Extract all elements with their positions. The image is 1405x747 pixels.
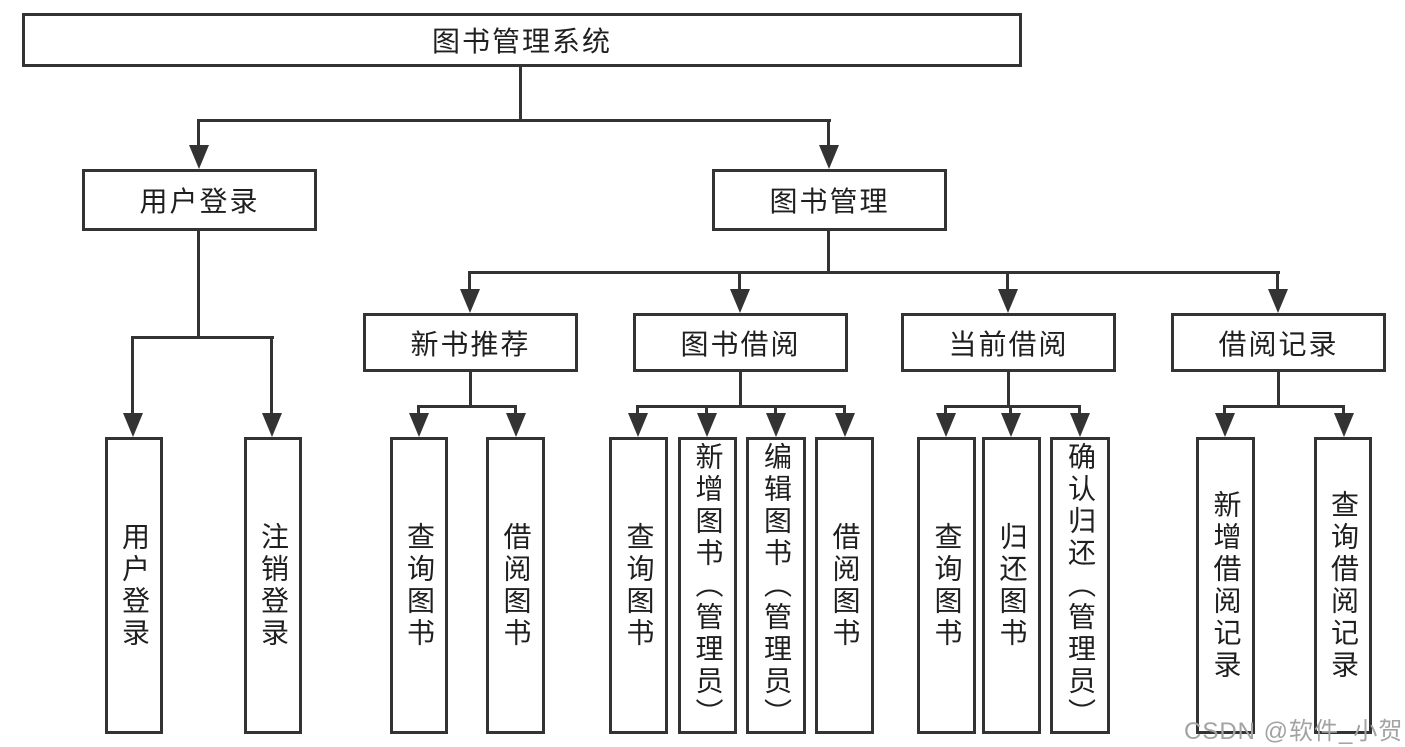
connector-line — [417, 405, 420, 419]
connector-line — [636, 405, 639, 419]
connector-line — [131, 336, 274, 339]
connector-line — [417, 405, 517, 408]
connector-line — [944, 405, 1081, 408]
connector-line — [827, 231, 830, 273]
node-rec-borrow-book: 借阅图书 — [486, 437, 545, 734]
arrow-down-icon — [1334, 413, 1354, 437]
arrow-down-icon — [697, 413, 717, 437]
connector-line — [1342, 405, 1345, 419]
connector-line — [774, 405, 777, 419]
connector-line — [1223, 405, 1345, 408]
connector-line — [519, 67, 522, 121]
connector-line — [843, 405, 846, 419]
arrow-down-icon — [262, 413, 282, 437]
arrow-down-icon — [1268, 289, 1288, 313]
arrow-down-icon — [506, 413, 526, 437]
node-cur-query-book: 查询图书 — [917, 437, 976, 734]
node-root: 图书管理系统 — [22, 13, 1022, 67]
node-rcd-add-record: 新增借阅记录 — [1196, 437, 1255, 734]
connector-line — [1276, 271, 1279, 293]
arrow-down-icon — [409, 413, 429, 437]
connector-line — [468, 271, 471, 293]
arrow-down-icon — [460, 289, 480, 313]
node-bor-borrow-book: 借阅图书 — [815, 437, 874, 734]
arrow-down-icon — [123, 413, 143, 437]
connector-line — [739, 372, 742, 408]
connector-line — [1223, 405, 1226, 419]
csdn-watermark: CSDN @软件_小贺同学 — [1184, 718, 1405, 745]
node-cur-confirm-return: 确认归还（管理员） — [1050, 437, 1110, 734]
connector-line — [1277, 372, 1280, 408]
connector-line — [131, 336, 134, 418]
node-bor-add-book: 新增图书（管理员） — [678, 437, 737, 734]
arrow-down-icon — [730, 289, 750, 313]
node-leaf-user-login: 用户登录 — [105, 437, 163, 734]
arrow-down-icon — [835, 413, 855, 437]
arrow-down-icon — [1001, 413, 1021, 437]
connector-line — [468, 271, 1280, 274]
node-rec-query-book: 查询图书 — [390, 437, 448, 734]
node-leaf-logout: 注销登录 — [244, 437, 302, 734]
node-bor-query-book: 查询图书 — [609, 437, 668, 734]
connector-line — [197, 119, 831, 122]
node-user-login: 用户登录 — [82, 169, 317, 231]
connector-line — [469, 372, 472, 408]
arrow-down-icon — [819, 145, 839, 169]
connector-line — [1078, 405, 1081, 419]
node-rcd-query-record: 查询借阅记录 — [1314, 437, 1372, 734]
arrow-down-icon — [628, 413, 648, 437]
arrow-down-icon — [189, 145, 209, 169]
connector-line — [636, 405, 846, 408]
connector-line — [944, 405, 947, 419]
node-new-book-rec: 新书推荐 — [363, 313, 578, 372]
connector-line — [1007, 372, 1010, 408]
arrow-down-icon — [998, 289, 1018, 313]
connector-line — [270, 336, 273, 418]
node-borrow-record: 借阅记录 — [1171, 313, 1386, 372]
connector-line — [1009, 405, 1012, 419]
node-current-borrow: 当前借阅 — [901, 313, 1116, 372]
connector-line — [705, 405, 708, 419]
arrow-down-icon — [936, 413, 956, 437]
connector-line — [738, 271, 741, 293]
node-book-mgmt: 图书管理 — [712, 169, 947, 231]
connector-line — [197, 119, 200, 149]
connector-line — [827, 119, 830, 149]
connector-line — [1006, 271, 1009, 293]
connector-line — [514, 405, 517, 419]
node-book-borrow: 图书借阅 — [633, 313, 848, 372]
arrow-down-icon — [1215, 413, 1235, 437]
node-cur-return-book: 归还图书 — [982, 437, 1041, 734]
connector-line — [197, 231, 200, 338]
arrow-down-icon — [1070, 413, 1090, 437]
node-bor-edit-book: 编辑图书（管理员） — [746, 437, 806, 734]
arrow-down-icon — [766, 413, 786, 437]
